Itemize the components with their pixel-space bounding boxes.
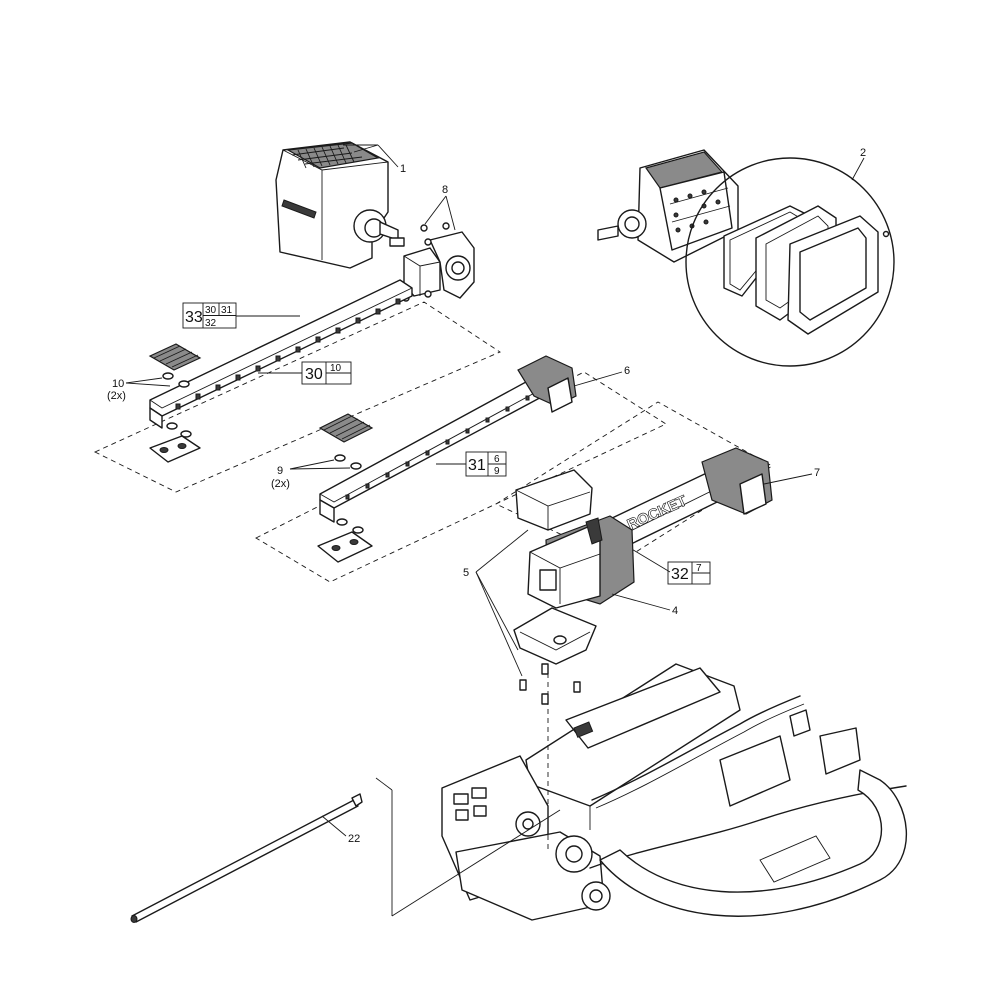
kit-33-bottom: 32 bbox=[205, 318, 217, 329]
kit-33-main: 33 bbox=[185, 309, 203, 326]
kit-31-top: 6 bbox=[494, 454, 500, 465]
kit-32-top: 7 bbox=[696, 563, 702, 574]
kit-32-main: 32 bbox=[671, 566, 689, 583]
kit-box-33: 33 30 31 32 bbox=[182, 302, 237, 329]
group-32-outline bbox=[495, 401, 773, 563]
kit-31-main: 31 bbox=[468, 457, 486, 474]
callout-6: 6 bbox=[624, 365, 630, 377]
part-4-clamp bbox=[527, 515, 635, 609]
group-30-outline bbox=[93, 301, 501, 493]
kit-33-top-b: 31 bbox=[221, 305, 233, 316]
part-6-rail bbox=[317, 355, 577, 563]
part-5-bottom-cover bbox=[513, 607, 597, 705]
kit-box-32: 32 7 bbox=[667, 561, 711, 585]
callout-10-qty: (2x) bbox=[107, 390, 126, 402]
kit-30-top: 10 bbox=[330, 363, 342, 374]
callout-8: 8 bbox=[442, 184, 448, 196]
part-22-rod bbox=[130, 793, 363, 923]
callout-2: 2 bbox=[860, 147, 866, 159]
kit-box-30: 30 10 bbox=[301, 361, 352, 385]
callout-9: 9 bbox=[277, 465, 283, 477]
part-8-coupling bbox=[402, 222, 475, 302]
part-30-rail bbox=[148, 279, 413, 463]
kit-box-31: 31 6 9 bbox=[465, 451, 507, 477]
detail-circle-2 bbox=[685, 157, 895, 367]
callout-4: 4 bbox=[672, 605, 678, 617]
kit-31-bottom: 9 bbox=[494, 466, 500, 477]
callout-5: 5 bbox=[463, 567, 469, 579]
callout-9-qty: (2x) bbox=[271, 478, 290, 490]
kit-30-main: 30 bbox=[305, 366, 323, 383]
reel-base-unit bbox=[441, 663, 907, 921]
part-1-module bbox=[275, 141, 405, 269]
callout-10: 10 bbox=[112, 378, 124, 390]
callout-22: 22 bbox=[348, 833, 360, 845]
callout-1: 1 bbox=[400, 163, 406, 175]
kit-33-top-a: 30 bbox=[205, 305, 217, 316]
callout-7: 7 bbox=[814, 467, 820, 479]
part-5-top-cover bbox=[515, 469, 593, 531]
part-2-camera bbox=[597, 149, 739, 263]
